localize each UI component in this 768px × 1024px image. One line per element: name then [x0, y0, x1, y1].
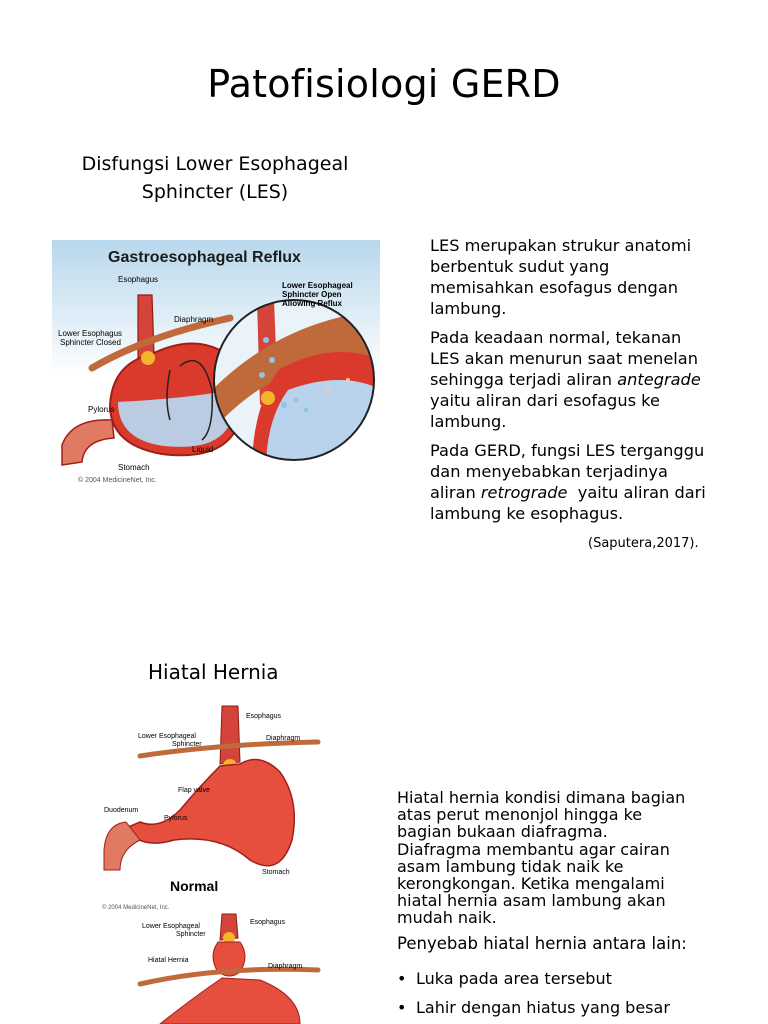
- les-p1-line-3: memisahkan esofagus dengan: [430, 278, 678, 297]
- label-pylorus: Pylorus: [88, 405, 115, 414]
- hernia-diaphragm: [137, 966, 321, 987]
- bullet-text-1: Luka pada area tersebut: [416, 969, 612, 988]
- normal-stomach: [124, 758, 295, 867]
- les-p2-line-2: LES akan menurun saat menelan: [430, 349, 698, 368]
- fig2-label-diaphragm: Diaphragm: [266, 735, 300, 742]
- normal-esophagus: [219, 705, 241, 765]
- bullet-icon: •: [397, 969, 407, 988]
- les-paragraph-3: Pada GERD, fungsi LES terganggu dan meny…: [430, 440, 755, 524]
- les-p3-line-3c: yaitu aliran dari: [567, 483, 706, 502]
- les-description: LES merupakan strukur anatomi berbentuk …: [430, 235, 755, 524]
- bullet-text-2: Lahir dengan hiatus yang besar: [416, 998, 670, 1017]
- fig2-label-les-b2: Sphincter: [176, 931, 206, 938]
- causes-intro: Penyebab hiatal hernia antara lain:: [397, 933, 687, 953]
- normal-duodenum: [103, 821, 141, 871]
- label-les-closed-1: Lower Esophagus: [58, 329, 122, 338]
- hernia-line-5: asam lambung tidak naik ke: [397, 856, 624, 876]
- hernia-description: Hiatal hernia kondisi dimana bagian atas…: [397, 789, 742, 952]
- label-diaphragm: Diaphragm: [174, 315, 213, 324]
- section-subtitle: Disfungsi Lower Esophageal Sphincter (LE…: [40, 150, 390, 206]
- fig2-label-duodenum: Duodenum: [104, 807, 138, 814]
- reflux-arrow: [179, 360, 214, 441]
- hernia-line-2: atas perut menonjol hingga ke: [397, 805, 643, 825]
- sphincter-closed: [141, 351, 155, 365]
- stomach-liquid: [118, 390, 235, 447]
- gastroesophageal-reflux-figure: Gastroesophageal Reflux Esophagus Diaphr…: [52, 240, 380, 488]
- les-p3-line-2: dan menyebabkan terjadinya: [430, 462, 668, 481]
- hernia-line-7: hiatal hernia asam lambung akan: [397, 891, 666, 911]
- esophagus-tube: [137, 294, 155, 359]
- les-p1-line-1: LES merupakan strukur anatomi: [430, 236, 692, 255]
- hernia-bulge: [212, 941, 246, 977]
- hiatal-hernia-heading: Hiatal Hernia: [148, 660, 279, 684]
- label-stomach: Stomach: [118, 463, 150, 472]
- subtitle-line-2: Sphincter (LES): [141, 181, 289, 203]
- les-paragraph-1: LES merupakan strukur anatomi berbentuk …: [430, 235, 755, 319]
- fig2-label-hiatal: Hiatal Hernia: [148, 957, 189, 964]
- page-title: Patofisiologi GERD: [207, 62, 561, 106]
- bullet-item-1: • Luka pada area tersebut: [397, 969, 737, 991]
- term-retrograde: retrograde: [480, 483, 568, 502]
- subtitle-line-1: Disfungsi Lower Esophageal: [81, 153, 349, 175]
- reflux-arrow-2: [166, 369, 171, 421]
- normal-diaphragm: [137, 739, 321, 759]
- hernia-line-4: Diafragma membantu agar cairan: [397, 839, 670, 859]
- les-p1-line-2: berbentuk sudut yang: [430, 257, 610, 276]
- hernia-paragraph: Hiatal hernia kondisi dimana bagian atas…: [397, 789, 742, 927]
- fig2-label-les-1: Lower Esophageal: [138, 733, 196, 740]
- citation: (Saputera,2017).: [588, 536, 699, 551]
- les-p3-line-4: lambung ke esophagus.: [430, 504, 624, 523]
- bullet-item-2: • Lahir dengan hiatus yang besar: [397, 998, 737, 1020]
- label-les-open-1: Lower Esophageal: [282, 281, 353, 290]
- fig2-copyright: © 2004 MedicineNet, Inc.: [102, 904, 170, 911]
- zoom-circle-border: [213, 299, 375, 461]
- fig2-label-esophagus-b: Esophagus: [250, 919, 286, 926]
- label-les-closed-2: Sphincter Closed: [60, 338, 121, 347]
- fig2-label-pylorus: Pylorus: [164, 815, 188, 822]
- les-p3-line-3a: aliran: [430, 483, 481, 502]
- fig2-label-esophagus: Esophagus: [246, 713, 282, 720]
- les-p1-line-4: lambung.: [430, 299, 507, 318]
- figure1-heading: Gastroesophageal Reflux: [108, 249, 301, 266]
- hernia-esophagus: [219, 913, 239, 941]
- les-p2-line-3a: sehingga terjadi aliran: [430, 370, 618, 389]
- label-esophagus: Esophagus: [118, 275, 158, 284]
- les-p2-line-1: Pada keadaan normal, tekanan: [430, 328, 682, 347]
- hernia-line-8: mudah naik.: [397, 908, 497, 928]
- les-p2-line-5: lambung.: [430, 412, 507, 431]
- fig2-label-flap: Flap valve: [178, 787, 210, 794]
- hernia-line-6: kerongkongan. Ketika mengalami: [397, 874, 665, 894]
- hernia-sphincter: [223, 932, 235, 944]
- fig2-label-normal: Normal: [170, 878, 218, 894]
- bullet-icon: •: [397, 998, 407, 1017]
- hiatal-hernia-figure: Esophagus Lower Esophageal Sphincter Dia…: [102, 705, 321, 1024]
- hernia-line-3: bagian bukaan diafragma.: [397, 822, 608, 842]
- figure1-copyright: © 2004 MedicineNet, Inc.: [78, 476, 157, 484]
- label-les-open-3: Allowing Reflux: [282, 299, 343, 308]
- les-paragraph-2: Pada keadaan normal, tekanan LES akan me…: [430, 327, 755, 432]
- duodenum-shape: [61, 419, 115, 466]
- label-liquid: Liquid: [192, 445, 213, 454]
- fig2-label-les-2: Sphincter: [172, 741, 202, 748]
- hernia-stomach: [159, 977, 301, 1024]
- fig2-label-les-b1: Lower Esophageal: [142, 923, 200, 930]
- hernia-line-1: Hiatal hernia kondisi dimana bagian: [397, 788, 686, 807]
- les-p2-line-4: yaitu aliran dari esofagus ke: [430, 391, 660, 410]
- diaphragm-band: [88, 314, 234, 372]
- les-p3-line-1: Pada GERD, fungsi LES terganggu: [430, 441, 705, 460]
- label-les-open-2: Sphincter Open: [282, 290, 342, 299]
- fig2-label-diaphragm-b: Diaphragm: [268, 963, 302, 970]
- term-antegrade: antegrade: [617, 370, 701, 389]
- fig2-label-stomach: Stomach: [262, 869, 290, 876]
